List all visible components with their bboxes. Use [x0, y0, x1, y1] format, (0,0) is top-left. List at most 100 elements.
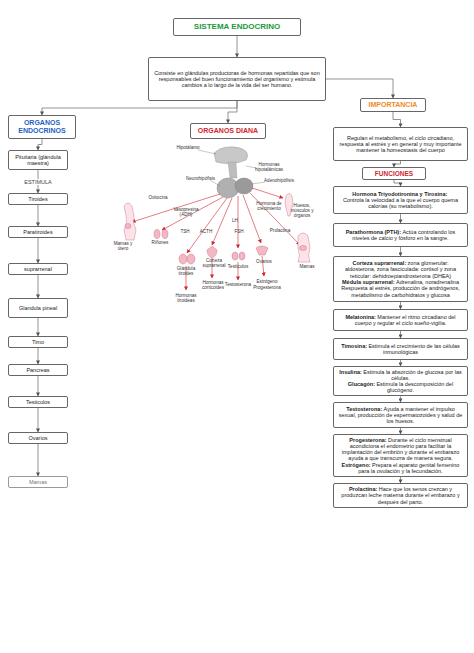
female-figure [298, 233, 310, 262]
concept-box: Timo [8, 336, 68, 348]
box-text: ORGANOS DIANA [198, 127, 258, 134]
text-wrap: Regulan el metabolismo, el ciclo circadi… [337, 135, 464, 154]
part-label: Estrógeno [254, 279, 280, 284]
kidney-shape [154, 230, 160, 239]
text-wrap: FUNCIONES [375, 170, 413, 177]
box-text: Testiculos [26, 399, 50, 405]
text-wrap: ORGANOS DIANA [198, 127, 258, 135]
part-label: Corteza suprarrenal [200, 258, 228, 268]
hormone-arrow [162, 197, 223, 230]
leader-line [246, 166, 256, 168]
part-label: Huesos, músculos y órganos [284, 203, 320, 218]
box-text: Respuesta al estrés, producción de andró… [341, 285, 459, 297]
box-heading: Progesterona: [349, 437, 386, 443]
concept-box: Testiculos [8, 396, 68, 408]
box-heading: Médula suprarrenal: [342, 279, 395, 285]
hormone-arrow [252, 188, 283, 198]
concept-box: Corteza suprarrenal:zona glomerular: ald… [333, 256, 468, 302]
concept-box: Pancreas [8, 364, 68, 376]
part-label: FSH [233, 229, 245, 234]
part-label: Riñones [150, 240, 170, 245]
text-wrap: Melatonina:Mantener el ritmo circadiano … [337, 314, 464, 327]
box-text: ORGANOS ENDOCRINOS [18, 119, 65, 134]
concept-box: SISTEMA ENDOCRINO [173, 18, 301, 36]
concept-box: Parathormona (PTH):Actúa controlando los… [333, 223, 468, 247]
thyroid-lobe [187, 254, 195, 264]
box-text: Glandula pineal [19, 305, 57, 311]
text-wrap: Mamas [29, 479, 47, 485]
box-heading: Prolactina: [349, 486, 377, 492]
box-text: Mamas [29, 479, 47, 485]
testis-shape [232, 252, 238, 260]
box-text: IMPORTANCIA [369, 101, 418, 108]
box-heading: Parathormona (PTH): [346, 229, 401, 235]
concept-box: Ovarios [8, 432, 68, 444]
text-wrap: Testiculos [26, 399, 50, 405]
text-wrap: Pituitaria (glándula maestra) [12, 154, 64, 167]
part-label: Prolactina [268, 228, 292, 233]
connector [38, 139, 42, 150]
part-label: Mamas y útero [112, 241, 134, 251]
part-label: TSH [179, 229, 191, 234]
text-wrap: Insulina:Estimula la absorción de glucos… [337, 369, 464, 394]
leader-line [252, 182, 265, 184]
breast-shape [300, 246, 307, 251]
kidney-shape [162, 230, 168, 239]
connector [38, 376, 39, 396]
text-wrap: Glandula pineal [19, 305, 57, 311]
text-wrap: Tiroides [28, 196, 47, 202]
box-text: Adrenalina, noradrenalina [396, 279, 459, 285]
part-label: Neurohipófisis [186, 176, 212, 181]
connector [38, 348, 39, 364]
part-label: Ovarios [254, 259, 274, 264]
concept-box: Progesterona:Durante el ciclo menstrual … [333, 434, 468, 477]
text-wrap: suprarrenal [24, 266, 52, 272]
box-text: Timo [32, 339, 44, 345]
part-label: Hormonas tiroideas [172, 293, 200, 303]
hypothalamus-shape [214, 147, 248, 164]
part-label: Testosterona [224, 282, 252, 287]
box-heading: Glucagón: [348, 381, 375, 387]
concept-box: Consiste en glándulas productoras de hor… [148, 57, 326, 101]
connector [228, 101, 237, 123]
concept-box: Testosterona:Ayuda a mantener el impulso… [333, 402, 468, 428]
text-wrap: Corteza suprarrenal:zona glomerular: ald… [337, 260, 464, 298]
connector [237, 36, 238, 57]
concept-box: Hormona Triyodotironina y Tiroxina:Contr… [333, 186, 468, 214]
part-label: LH [230, 218, 240, 223]
box-text: Estimula la absorción de glucosa por las… [363, 369, 461, 381]
part-label: Glándula tiroides [172, 266, 200, 276]
part-label: ACTH [199, 229, 213, 234]
concept-box: Pituitaria (glándula maestra) [8, 150, 68, 170]
text-wrap: Hormona Triyodotironina y Tiroxina:Contr… [337, 191, 464, 210]
box-text: suprarrenal [24, 266, 52, 272]
edge-label: ESTIMULA [23, 179, 53, 185]
concept-box: Paratiroides [8, 226, 68, 238]
box-heading: Hormona Triyodotironina y Tiroxina: [352, 191, 447, 197]
box-heading: Estrógeno: [342, 462, 371, 468]
concept-box: Melatonina:Mantener el ritmo circadiano … [333, 309, 468, 331]
adrenal-shape [207, 246, 217, 258]
connector [38, 444, 39, 476]
concept-box: ORGANOS ENDOCRINOS [8, 115, 76, 139]
uterus-shape [125, 224, 131, 229]
text-wrap: Timo [32, 339, 44, 345]
hormone-arrow [132, 194, 220, 222]
concept-box: IMPORTANCIA [360, 98, 426, 112]
box-text: Regulan el metabolismo, el ciclo circadi… [340, 135, 462, 154]
box-text: Consiste en glándulas productoras de hor… [154, 70, 319, 89]
concept-box: Prolactina:Hace que los senos crezcan y … [333, 483, 468, 508]
testis-shape [239, 252, 245, 260]
concept-box: Insulina:Estimula la absorción de glucos… [333, 366, 468, 396]
text-wrap: Prolactina:Hace que los senos crezcan y … [337, 486, 464, 505]
box-text: Paratiroides [23, 229, 52, 235]
part-label: Vasopresina (ADH) [172, 207, 200, 217]
concept-box: Timosina:Estimula el crecimiento de las … [333, 338, 468, 360]
box-text: Estimula la descomposición del glucógeno… [376, 381, 453, 393]
hormone-arrow [212, 198, 232, 245]
text-wrap: Testosterona:Ayuda a mantener el impulso… [337, 406, 464, 425]
concept-box: Glandula pineal [8, 298, 68, 318]
connector [400, 214, 401, 223]
part-label: Hipotálamo [176, 145, 200, 150]
connector [400, 247, 401, 256]
